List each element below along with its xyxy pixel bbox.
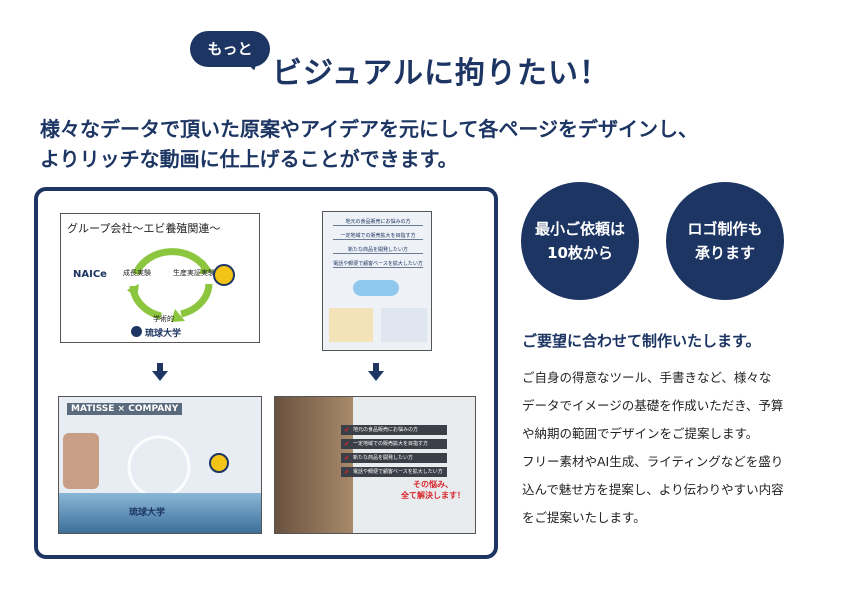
sample-before-slide-1: グループ会社〜エビ養殖関連〜 NAICe 成長実験 生産実証実験 学術的 琉球大… — [60, 213, 260, 343]
slogan-line-2: 全て解決します！ — [401, 491, 465, 500]
page-headline: ビジュアルに拘りたい！ — [272, 56, 610, 91]
slide-title: グループ会社〜エビ養殖関連〜 — [67, 222, 221, 235]
description-line: 込んで魅せ方を提案し、より伝わりやすい内容 — [522, 482, 784, 497]
university-name: 琉球大学 — [129, 508, 166, 518]
min-order-line-1: 最小ご依頼は — [534, 220, 625, 238]
eco-logo-icon — [213, 264, 235, 286]
shrimp-photo — [63, 433, 99, 489]
slide-header: MATISSE × COMPANY — [67, 403, 183, 415]
checklist-bar: 地元の食品販売にお悩みの方 — [341, 425, 447, 435]
lead-line-1: 様々なデータで頂いた原案やアイデアを元にして各ページをデザインし、 — [40, 117, 698, 141]
description-line: データでイメージの基礎を作成いただき、予算 — [522, 398, 784, 413]
ocean-wave-image — [59, 493, 261, 533]
sample-after-slide-2: 地元の食品販売にお悩みの方 一定地域での販売拡大を目指す方 新たな商品を開発した… — [274, 396, 476, 534]
university-seal-icon — [131, 326, 142, 337]
logo-line-1: ロゴ制作も — [687, 220, 763, 238]
production-label: 生産実証実験 — [173, 269, 215, 277]
checklist-bar: 一定地域での販売拡大を目指す方 — [341, 439, 447, 449]
description-line: や納期の範囲でデザインをご提案します。 — [522, 426, 759, 441]
checklist-row: 一定地域での販売拡大を目指す方 — [333, 232, 423, 240]
description-subtitle: ご要望に合わせて制作いたします。 — [522, 332, 761, 350]
min-order-line-2: 10枚から — [547, 244, 613, 262]
logo-line-2: 承ります — [694, 244, 755, 262]
samples-frame: グループ会社〜エビ養殖関連〜 NAICe 成長実験 生産実証実験 学術的 琉球大… — [34, 187, 498, 559]
growth-label: 成長実験 — [123, 269, 151, 277]
academic-label: 学術的 — [153, 315, 174, 323]
checklist-row: 電話や郵便で顧客ベースを拡大したい方 — [333, 261, 423, 268]
university-name: 琉球大学 — [145, 329, 182, 339]
sample-before-slide-2: 地元の食品販売にお悩みの方 一定地域での販売拡大を目指す方 新たな商品を開発した… — [322, 211, 432, 351]
person-photo — [275, 397, 353, 533]
motto-speech-bubble: もっと — [190, 31, 270, 67]
checklist-row: 地元の食品販売にお悩みの方 — [333, 218, 423, 226]
description-line: ご自身の得意なツール、手書きなど、様々な — [522, 370, 772, 385]
logo-service-badge: ロゴ制作も 承ります — [666, 182, 784, 300]
min-order-badge: 最小ご依頼は 10枚から — [521, 182, 639, 300]
checklist-bar: 電話や郵便で顧客ベースを拡大したい方 — [341, 467, 447, 477]
eco-logo-icon — [209, 453, 229, 473]
people-illustration — [329, 308, 373, 342]
slogan: その悩み、 全て解決します！ — [393, 479, 473, 501]
down-arrow-icon — [368, 363, 384, 381]
checklist-row: 新たな商品を開発したい方 — [333, 246, 423, 254]
description-body: ご自身の得意なツール、手書きなど、様々な データでイメージの基礎を作成いただき、… — [522, 364, 822, 532]
lead-line-2: よりリッチな動画に仕上げることができます。 — [40, 147, 458, 171]
description-line: フリー素材やAI生成、ライティングなどを盛り — [522, 454, 784, 469]
down-arrow-icon — [152, 363, 168, 381]
slogan-line-1: その悩み、 — [413, 480, 453, 489]
checklist-bar: 新たな商品を開発したい方 — [341, 453, 447, 463]
sample-after-slide-1: MATISSE × COMPANY 琉球大学 — [58, 396, 262, 534]
lead-text: 様々なデータで頂いた原案やアイデアを元にして各ページをデザインし、 よりリッチな… — [40, 114, 698, 174]
gears-illustration — [381, 308, 427, 342]
cloud-icon — [353, 280, 399, 296]
naice-logo-text: NAICe — [73, 269, 107, 280]
cycle-arrows-diagram — [127, 248, 213, 322]
description-line: をご提案いたします。 — [522, 510, 646, 525]
